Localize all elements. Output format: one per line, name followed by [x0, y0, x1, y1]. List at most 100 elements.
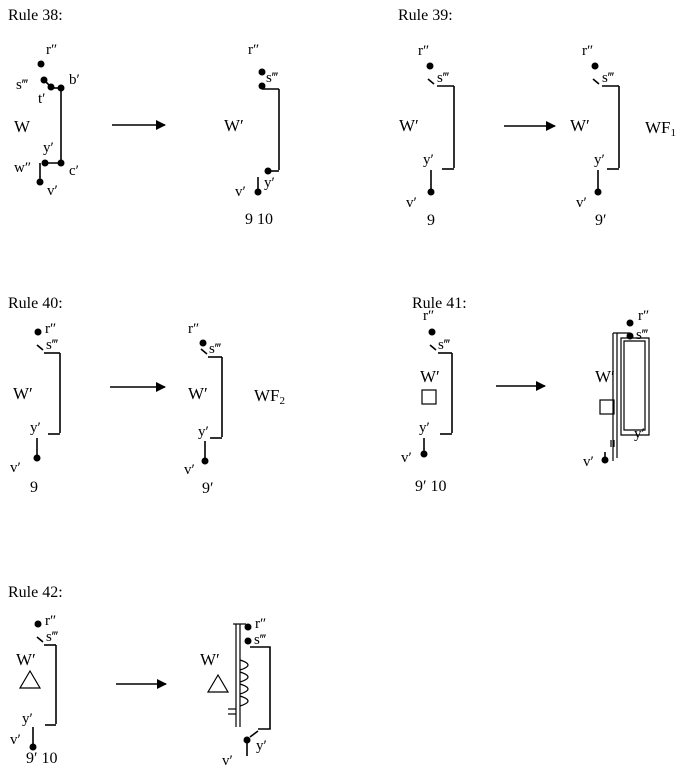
- node-v: [254, 188, 262, 196]
- label-v: v′: [401, 450, 412, 466]
- tick-s: [429, 344, 437, 351]
- rule-40-title: Rule 40:: [8, 295, 63, 312]
- triangle-icon: [206, 673, 230, 693]
- label-s: s‴: [46, 337, 59, 353]
- rule-40-right-graph: r″ s‴ W′ y′ v′ 9′: [184, 321, 223, 497]
- label-v: v′: [235, 184, 246, 200]
- node-r: [626, 319, 634, 327]
- node-v: [243, 736, 251, 744]
- middle-box: [620, 337, 650, 436]
- node-v: [420, 450, 428, 458]
- node-v: [33, 454, 41, 462]
- label-r: r″: [418, 43, 429, 59]
- triangle-icon: [18, 669, 42, 689]
- tick-s: [36, 636, 44, 643]
- tick-s: [427, 78, 435, 85]
- label-v: v′: [576, 195, 587, 211]
- label-W: W′: [188, 384, 208, 403]
- label-y: y′: [256, 738, 267, 754]
- label-y: y′: [423, 152, 434, 168]
- label-s: s‴: [16, 77, 29, 93]
- node-v: [427, 188, 435, 196]
- node-r: [258, 68, 266, 76]
- rule-38-title: Rule 38:: [8, 7, 63, 24]
- node-c: [57, 159, 65, 167]
- label-W: W′: [200, 650, 220, 669]
- label-v: v′: [583, 454, 594, 470]
- caption: 9 10: [245, 211, 273, 228]
- label-y: y′: [419, 420, 430, 436]
- rule-42: Rule 42: r″ s‴ W′ y′ v′ 9′ 10 r″ s‴: [8, 584, 271, 768]
- label-v: v′: [406, 195, 417, 211]
- rule-40-left-graph: r″ s‴ W′ y′ v′ 9: [10, 321, 61, 496]
- coil-3: [239, 683, 249, 695]
- coil-2: [239, 671, 249, 683]
- label-v: v′: [184, 462, 195, 478]
- label-s: s‴: [46, 629, 59, 645]
- rule-40-tag: WF2: [254, 386, 285, 407]
- tick-s: [200, 348, 208, 355]
- label-W: W′: [420, 367, 440, 386]
- label-W: W: [14, 117, 31, 136]
- tick-s: [36, 344, 44, 351]
- label-v: v′: [222, 753, 233, 768]
- rule-41-title: Rule 41:: [412, 295, 467, 312]
- node-s: [244, 637, 252, 645]
- coil-1: [239, 659, 249, 671]
- label-y: y′: [198, 424, 209, 440]
- label-y: y′: [22, 711, 33, 727]
- label-r: r″: [45, 613, 56, 629]
- label-W: W′: [224, 116, 244, 135]
- label-s: s‴: [209, 341, 222, 357]
- tick-s: [592, 78, 600, 85]
- label-s: s‴: [266, 70, 279, 86]
- label-r: r″: [582, 43, 593, 59]
- node-v: [29, 743, 37, 751]
- rule-42-left-graph: r″ s‴ W′ y′ v′ 9′ 10: [10, 613, 59, 767]
- node-v: [601, 456, 609, 464]
- node-r: [426, 62, 434, 70]
- label-v: v′: [47, 183, 58, 199]
- node-r: [37, 60, 45, 68]
- square-icon: [421, 389, 437, 405]
- label-v: v′: [10, 732, 21, 748]
- label-s: s‴: [437, 70, 450, 86]
- label-W: W′: [595, 367, 615, 386]
- label-s: s‴: [636, 327, 649, 343]
- node-y: [264, 167, 272, 175]
- edge-s-t: [43, 79, 52, 88]
- label-W: W′: [13, 384, 33, 403]
- label-W: W′: [399, 116, 419, 135]
- caption: 9′ 10: [415, 478, 447, 495]
- label-b: b′: [69, 72, 80, 88]
- caption: 9′: [202, 480, 214, 497]
- rule-39-tag: WF1: [645, 118, 676, 139]
- edge-outer-loop: [250, 646, 271, 730]
- rule-38-right-graph: r″ s‴ W′ v′ y′ 9 10: [224, 42, 280, 228]
- rule-41-right-graph: r″ s‴ W′ y′ v′: [583, 308, 650, 470]
- label-y: y′: [30, 420, 41, 436]
- label-r: r″: [255, 616, 266, 632]
- rule-39-title: Rule 39:: [398, 7, 453, 24]
- node-v: [36, 178, 44, 186]
- caption: 9: [427, 212, 435, 229]
- caption: 9′ 10: [26, 750, 58, 767]
- label-r: r″: [45, 321, 56, 337]
- label-W: W′: [570, 116, 590, 135]
- node-r: [34, 328, 42, 336]
- label-y: y′: [264, 175, 275, 191]
- label-r: r″: [188, 321, 199, 337]
- rule-38: Rule 38: r″ s‴ t′ b′ W y′ w″ c′ v′: [8, 7, 280, 228]
- caption: 9: [30, 479, 38, 496]
- node-r: [591, 62, 599, 70]
- node-r: [199, 339, 207, 347]
- rule-39-left-graph: r″ s‴ W′ y′ v′ 9: [399, 43, 455, 229]
- rule-41: Rule 41: r″ s‴ W′ y′ v′ 9′ 10 r″ s‴: [401, 295, 650, 495]
- caption: 9′: [595, 212, 607, 229]
- edge-y: [249, 730, 259, 738]
- node-v: [594, 188, 602, 196]
- rule-38-left-graph: r″ s‴ t′ b′ W y′ w″ c′ v′: [14, 42, 80, 199]
- label-s: s‴: [602, 70, 615, 86]
- square-icon: [599, 399, 615, 415]
